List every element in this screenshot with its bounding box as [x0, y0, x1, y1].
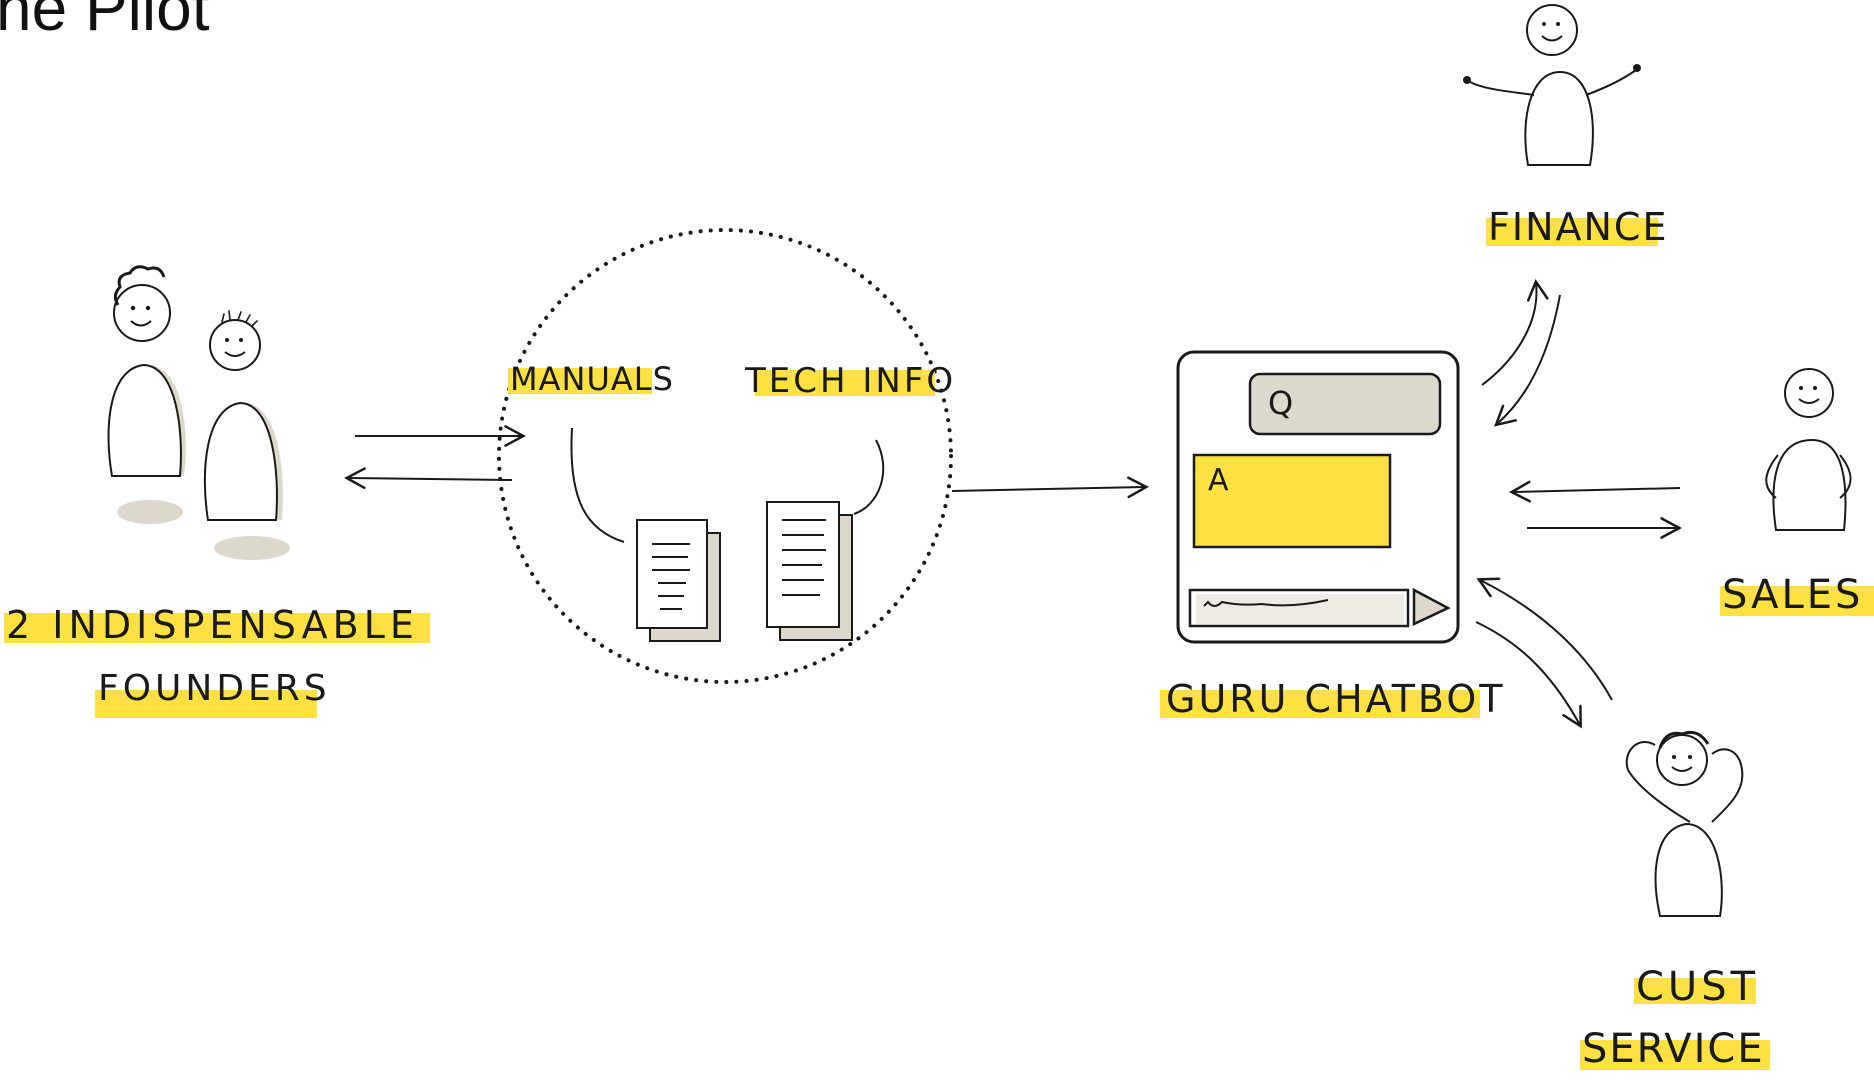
founder-person-icon	[203, 310, 283, 521]
tech-info-document-icon	[766, 501, 853, 641]
highlight-service	[1580, 1040, 1770, 1070]
highlight-tech-info	[755, 370, 935, 396]
highlight-founders-2	[95, 690, 317, 718]
sales-person-icon	[1765, 368, 1852, 531]
founder-shadow	[214, 536, 290, 560]
highlight-chatbot	[1160, 690, 1480, 718]
arrow-icon	[1475, 621, 1582, 729]
search-bar-icon	[1248, 372, 1442, 436]
service-label: SERVICE	[1582, 1026, 1765, 1072]
founder-person-icon	[107, 265, 186, 477]
finance-person-icon	[1463, 4, 1641, 166]
connector-line	[570, 427, 625, 543]
arrow-icon	[344, 467, 513, 490]
tech-info-label: TECH INFO	[744, 361, 956, 401]
answer-label: A	[1208, 463, 1229, 498]
cust-label: CUST	[1636, 964, 1759, 1010]
arrow-icon	[1494, 294, 1561, 427]
page-title: he Pilot	[0, 0, 210, 44]
highlight-founders-1	[4, 613, 430, 643]
manuals-document-icon	[636, 519, 721, 642]
knowledge-boundary	[497, 228, 953, 684]
founders-group: 2 INDISPENSABLE FOUNDERS	[4, 265, 430, 718]
cust-service-person-icon	[1625, 730, 1744, 917]
arrow-icon	[1481, 279, 1549, 386]
arrow-icon	[1509, 480, 1681, 503]
sales-label: SALES	[1722, 572, 1863, 618]
query-label: Q	[1268, 384, 1293, 422]
knowledge-base-group: MANUALS TECH INFO	[497, 228, 956, 684]
highlight-cust	[1634, 978, 1756, 1004]
chat-input-inner	[1196, 594, 1404, 624]
highlight-manuals	[508, 368, 652, 394]
arrow-icon	[951, 476, 1149, 499]
highlight-sales	[1720, 586, 1874, 616]
founder-shadow	[117, 500, 183, 524]
manuals-label: MANUALS	[510, 360, 674, 398]
arrow-icon	[1476, 577, 1613, 701]
finance-label: FINANCE	[1488, 205, 1668, 249]
send-icon	[1412, 587, 1451, 626]
answer-box	[1192, 453, 1392, 549]
highlight-finance	[1486, 218, 1658, 246]
founders-label-line2: FOUNDERS	[98, 668, 331, 709]
chatbot-label: GURU CHATBOT	[1166, 677, 1505, 721]
typed-text-scribble	[1203, 599, 1329, 607]
connector-line	[853, 439, 885, 515]
chatbot-group: Q A GURU CHATBOT	[1160, 350, 1505, 721]
founders-label-line1: 2 INDISPENSABLE	[6, 603, 419, 647]
